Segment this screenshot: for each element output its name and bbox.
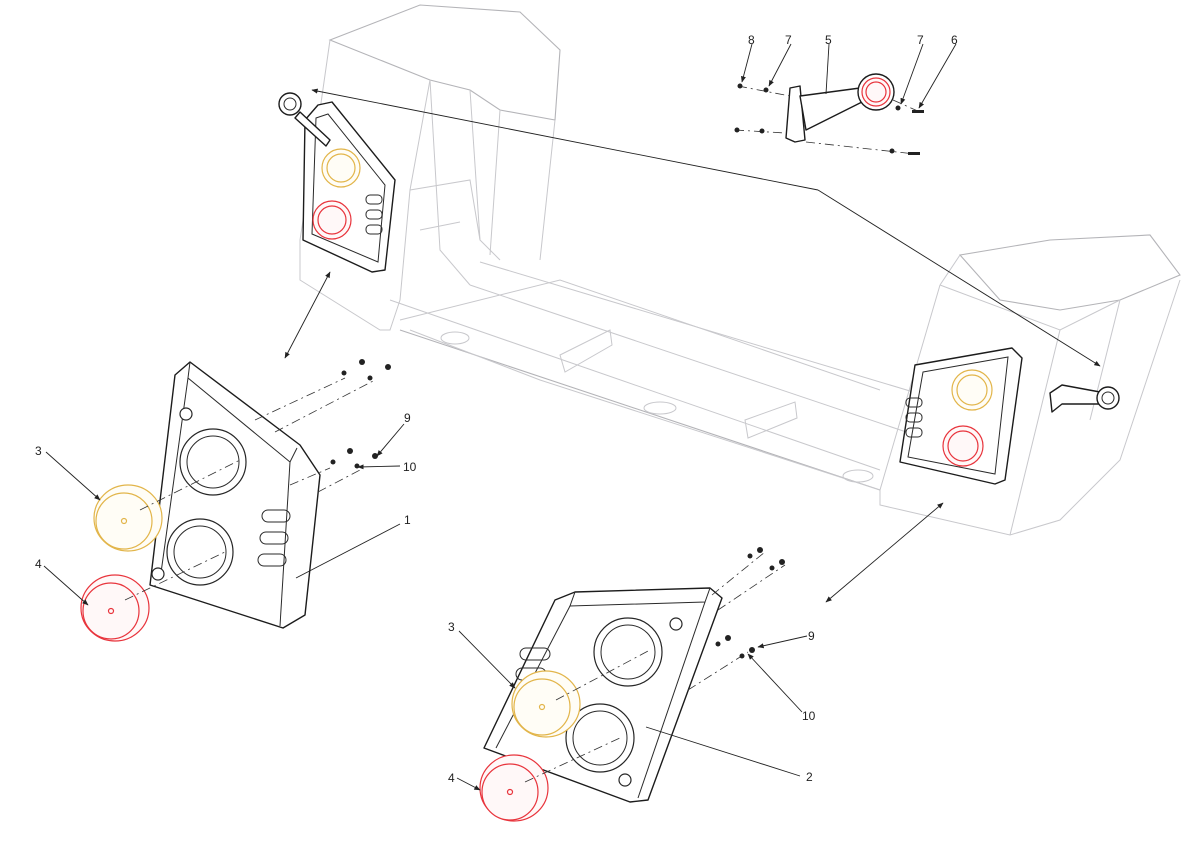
callout-1: 1	[404, 513, 411, 527]
marker-lamp-assembly	[734, 73, 924, 155]
assembly-arrows	[284, 88, 1101, 603]
callout-7-right: 7	[917, 33, 924, 47]
callout-9-right: 9	[808, 629, 815, 643]
callout-7-left: 7	[785, 33, 792, 47]
mounted-lamp-left	[278, 92, 396, 273]
lamp-housing-2	[479, 547, 786, 822]
callout-5: 5	[825, 33, 832, 47]
callout-labels: 1 2 3 3 4 4 5 6 7 7 8 9 9 10 10	[35, 33, 958, 785]
mounted-lamp-right	[899, 347, 1120, 485]
lamp-housing-1	[80, 359, 391, 642]
callout-10-right: 10	[802, 709, 816, 723]
callout-4-right: 4	[448, 771, 455, 785]
callout-4-left: 4	[35, 557, 42, 571]
callout-8: 8	[748, 33, 755, 47]
callout-3-left: 3	[35, 444, 42, 458]
callout-9-left: 9	[404, 411, 411, 425]
vehicle-frame	[299, 4, 1181, 536]
callout-2: 2	[806, 770, 813, 784]
callout-10-left: 10	[403, 460, 417, 474]
callout-leaders	[43, 43, 957, 791]
callout-3-right: 3	[448, 620, 455, 634]
callout-6: 6	[951, 33, 958, 47]
